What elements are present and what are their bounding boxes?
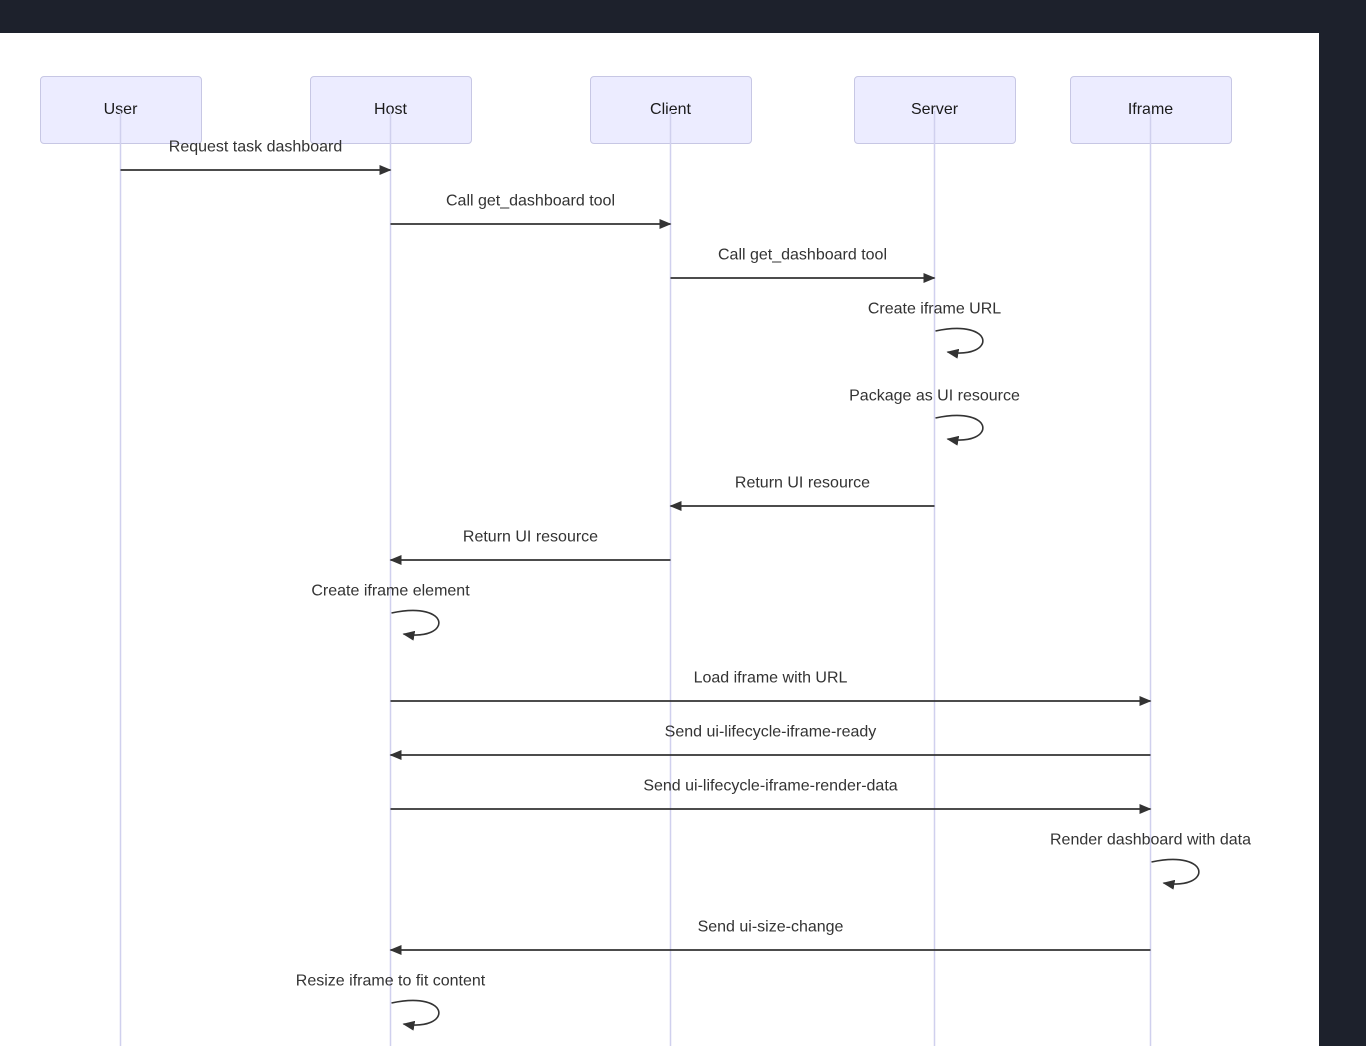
message-label: Call get_dashboard tool: [718, 247, 887, 264]
message-label: Request task dashboard: [169, 139, 342, 156]
message-label: Render dashboard with data: [1050, 832, 1251, 849]
self-message-arrow: [935, 327, 984, 359]
self-message-arrow: [391, 999, 440, 1031]
message-label: Create iframe element: [311, 583, 470, 600]
participant-label: Iframe: [1127, 101, 1174, 118]
participant-box-host: Host: [309, 76, 472, 144]
participant-label: Client: [650, 101, 691, 118]
message-label: Send ui-lifecycle-iframe-render-data: [643, 778, 897, 795]
message-label: Call get_dashboard tool: [446, 193, 615, 210]
self-message-arrow: [935, 414, 984, 446]
message-label: Create iframe URL: [868, 301, 1001, 318]
message-label: Return UI resource: [735, 475, 870, 492]
self-message-arrow: [391, 609, 440, 641]
message-label: Package as UI resource: [849, 388, 1020, 405]
message-label: Send ui-size-change: [698, 919, 844, 936]
self-message-arrow: [1151, 858, 1200, 890]
participant-label: User: [103, 101, 138, 118]
message-label: Resize iframe to fit content: [296, 973, 486, 990]
lifelines-group: [119, 111, 1152, 1046]
message-label: Send ui-lifecycle-iframe-ready: [665, 724, 877, 741]
participant-label: Server: [910, 101, 959, 118]
participant-label: Host: [374, 101, 407, 118]
message-label: Load iframe with URL: [694, 670, 848, 687]
message-label: Return UI resource: [463, 529, 598, 546]
